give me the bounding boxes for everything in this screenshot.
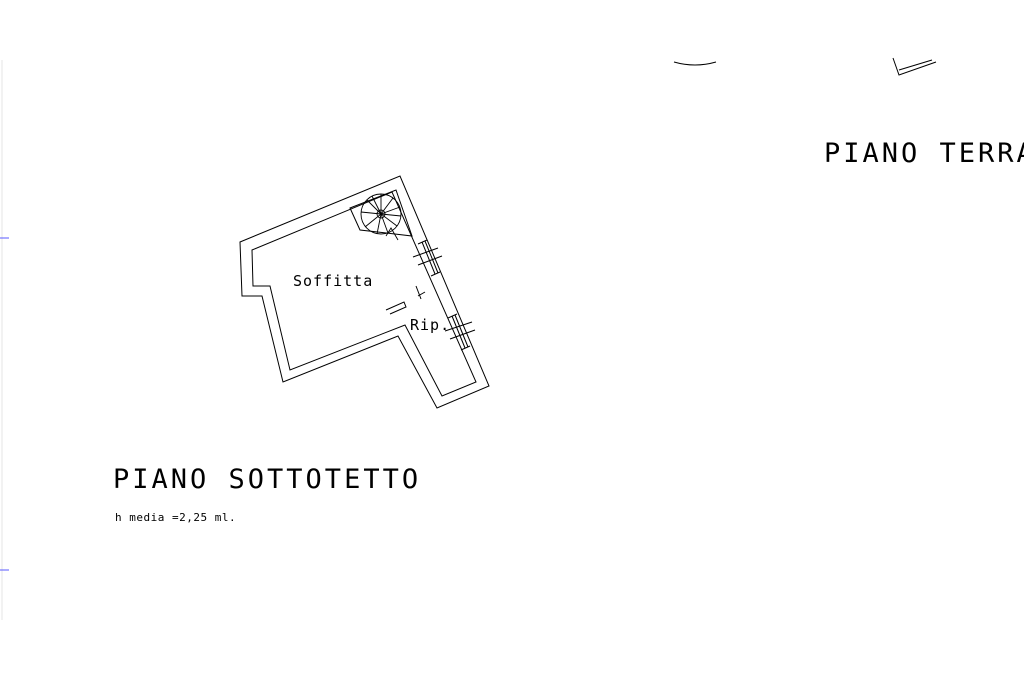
room-label-closet: Rip. <box>410 316 450 334</box>
attic-floor-title: PIANO SOTTOTETTO <box>113 464 421 495</box>
attic-floor-plan <box>239 175 490 409</box>
margin-guides <box>0 60 9 620</box>
outer-wall <box>239 175 490 409</box>
inner-wall <box>251 191 477 397</box>
room-label-attic: Soffitta <box>293 272 373 290</box>
ground-floor-fragment <box>673 57 937 76</box>
average-height-note: h media =2,25 ml. <box>115 511 236 524</box>
window-lower <box>444 313 476 351</box>
spiral-stair <box>360 193 402 241</box>
partition-wall <box>385 285 426 315</box>
ground-floor-title: PIANO TERRA <box>824 138 1024 169</box>
window-upper <box>412 239 443 277</box>
